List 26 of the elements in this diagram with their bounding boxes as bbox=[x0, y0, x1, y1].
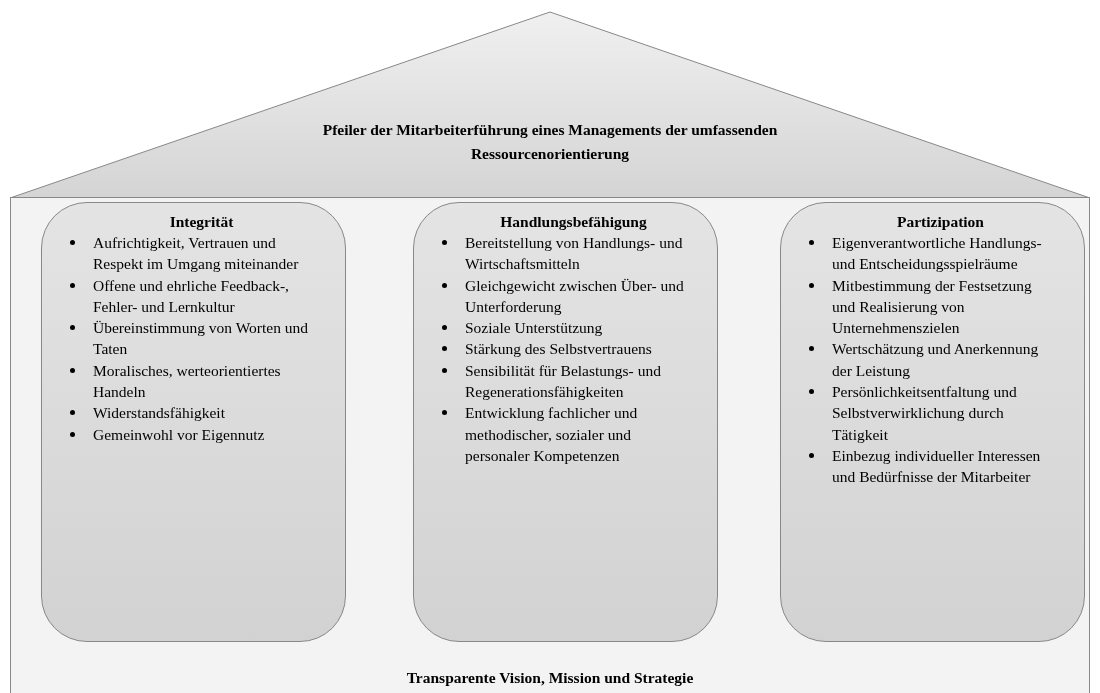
bullet-text: Moralisches, werteorientiertes Handeln bbox=[93, 360, 282, 403]
bullet-text: Persönlichkeitsentfaltung und Selbstverwirklichung durch Tätigkeit bbox=[832, 382, 1018, 445]
pillar-panel bbox=[41, 202, 346, 642]
bullet-text: Widerstandsfähigkeit bbox=[93, 403, 225, 424]
pillar-panel bbox=[413, 202, 718, 642]
bullet-text: Entwicklung fachlicher und methodischer, sozialer und personaler Kompetenzen bbox=[465, 403, 639, 466]
bullet-text: Mitbestimmung der Festsetzung und Realisierung von Unternehmenszielen bbox=[832, 275, 1033, 339]
pillar-heading: Handlungsbefähigung bbox=[499, 212, 648, 232]
pillar-heading: Partizipation bbox=[896, 212, 985, 232]
bullet-text: Eigenverantwortliche Handlungs- und Entscheidungsspielräume bbox=[832, 233, 1043, 275]
bullet-text: Gleichgewicht zwischen Über- und Unterforderung bbox=[465, 275, 685, 317]
bullet-text: Aufrichtigkeit, Vertrauen und Respekt im Umgang miteinander bbox=[93, 233, 300, 275]
bullet-text: Bereitstellung von Handlungs- und Wirtschaftsmitteln bbox=[465, 233, 684, 275]
bullet-text: Sensibilität für Belastungs- und Regenerationsfähigkeiten bbox=[465, 360, 662, 403]
bullet-text: Einbezug individueller Interessen und Bedürfnisse der Mitarbeiter bbox=[832, 445, 1042, 488]
roof-title: Pfeiler der Mitarbeiterführung eines Managements der umfassenden Ressourcenorientierung bbox=[321, 120, 779, 164]
bullet-text: Gemeinwohl vor Eigennutz bbox=[93, 424, 265, 445]
bullet-text: Stärkung des Selbstvertrauens bbox=[465, 339, 652, 360]
footer-text: Transparente Vision, Mission und Strategie bbox=[405, 669, 695, 687]
bullet-text: Übereinstimmung von Worten und Taten bbox=[93, 318, 309, 360]
bullet-text: Wertschätzung und Anerkennung der Leistung bbox=[832, 339, 1040, 381]
house-body bbox=[10, 197, 1090, 693]
pillar-panel bbox=[780, 202, 1085, 642]
bullet-text: Soziale Unterstützung bbox=[465, 318, 603, 339]
bullet-text: Offene und ehrliche Feedback-, Fehler- und Lernkultur bbox=[93, 275, 290, 317]
pillar-heading: Integrität bbox=[168, 212, 235, 232]
